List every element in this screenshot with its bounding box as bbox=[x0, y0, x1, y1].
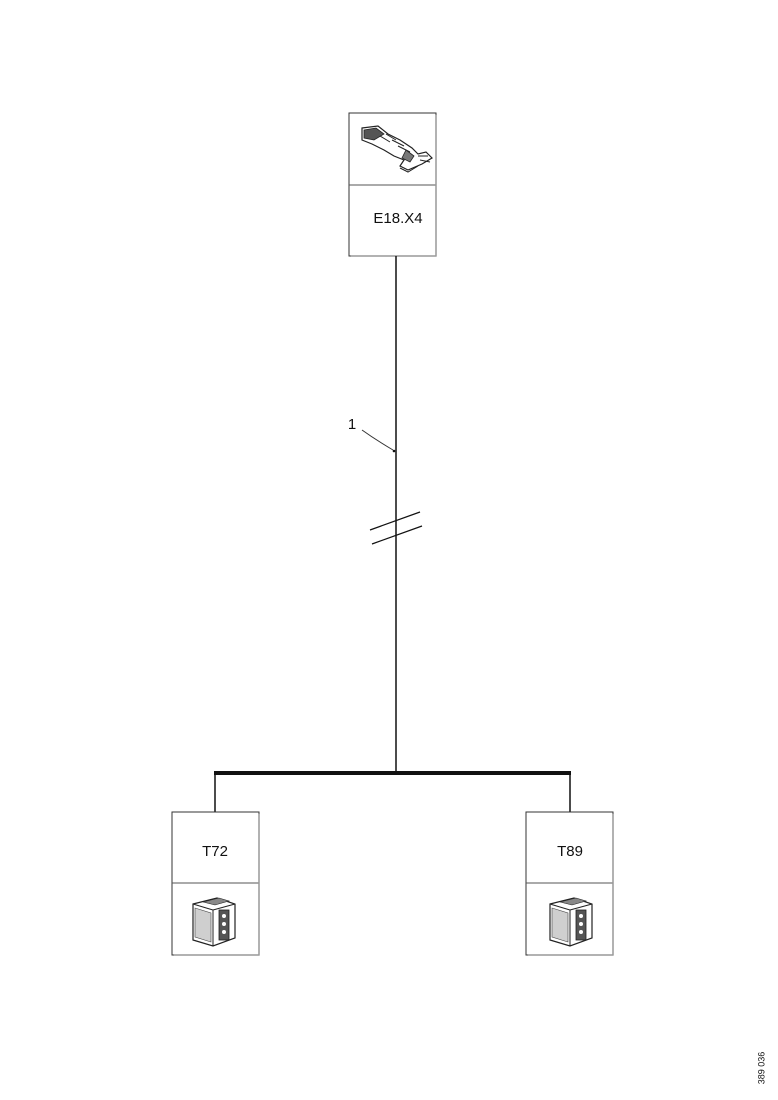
callout-leader-line bbox=[361, 429, 394, 451]
reference-code: 389 036 bbox=[756, 1052, 766, 1085]
top-component-label: E18.X4 bbox=[373, 210, 422, 227]
callout-dot bbox=[392, 449, 396, 453]
connector-housing-icon bbox=[549, 897, 593, 947]
connector-housing-icon bbox=[192, 897, 236, 947]
left-component[interactable]: T72 bbox=[171, 811, 260, 956]
right-component[interactable]: T89 bbox=[525, 811, 614, 956]
right-component-label: T89 bbox=[557, 843, 583, 860]
top-component[interactable]: E18.X4 bbox=[348, 112, 437, 257]
wire-callout-label: 1 bbox=[348, 416, 356, 433]
wire-callout: 1 bbox=[348, 416, 396, 453]
wire-break-mark bbox=[369, 511, 423, 545]
connector-plug-icon bbox=[361, 125, 433, 173]
left-component-label: T72 bbox=[202, 843, 228, 860]
